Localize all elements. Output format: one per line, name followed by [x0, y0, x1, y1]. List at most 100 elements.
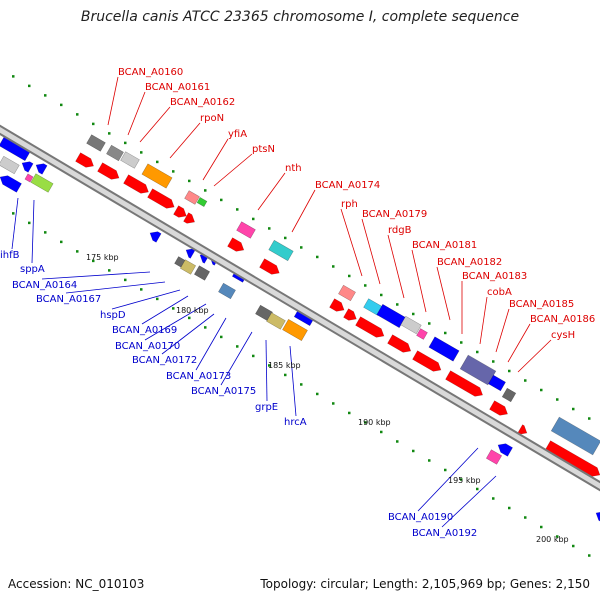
leader-line — [361, 218, 381, 285]
tick-dot — [220, 198, 223, 202]
tick-dot — [476, 487, 479, 491]
tick-dot — [316, 255, 319, 259]
tick-dot — [108, 132, 111, 135]
tick-dot — [348, 274, 351, 278]
leader-line — [195, 317, 227, 371]
tick-dot — [236, 345, 239, 348]
gene-box — [30, 173, 54, 193]
tick-dot — [428, 322, 431, 325]
gene-label: BCAN_A0185 — [509, 299, 574, 310]
leader-line — [41, 271, 151, 280]
kbp-label: 180 kbp — [176, 306, 209, 315]
kbp-label: 190 kbp — [358, 418, 391, 427]
gene-label: BCAN_A0186 — [530, 314, 595, 325]
tick-dot — [76, 250, 79, 253]
gene-label: BCAN_A0170 — [115, 341, 180, 352]
leader-line — [139, 106, 171, 143]
tick-dot — [332, 402, 335, 405]
forward-gene-labels: BCAN_A0160BCAN_A0161BCAN_A0162rpoNyfiApt… — [107, 67, 595, 373]
tick-dot — [124, 278, 127, 282]
gene-arrow — [75, 152, 94, 168]
tick-dot — [460, 478, 463, 481]
kbp-label: 200 kbp — [536, 535, 569, 544]
gene-arrow — [517, 424, 528, 435]
tick-dot — [172, 307, 175, 310]
leader-line — [257, 172, 286, 211]
leader-line — [495, 308, 510, 353]
gene-label: BCAN_A0183 — [462, 271, 527, 282]
tick-dot — [492, 360, 495, 363]
tick-dot — [156, 160, 159, 164]
leader-line — [220, 331, 253, 386]
gene-label: hspD — [100, 310, 126, 321]
gene-box — [400, 315, 422, 335]
tick-dot — [476, 350, 479, 354]
leader-line — [65, 281, 166, 294]
gene-box — [550, 416, 600, 456]
kbp-label: 185 kbp — [268, 361, 301, 370]
tick-dot — [140, 288, 143, 291]
tick-dot — [92, 259, 95, 263]
gene-label: BCAN_A0172 — [132, 355, 197, 366]
tick-dot — [252, 217, 255, 221]
gene-box — [428, 336, 460, 362]
leader-line — [31, 199, 35, 264]
tick-dot — [44, 231, 47, 234]
chromosome-backbone — [0, 124, 600, 492]
gene-label: BCAN_A0162 — [170, 97, 235, 108]
gene-label: yfiA — [228, 129, 247, 140]
gene-label: BCAN_A0164 — [12, 280, 77, 291]
gene-box — [282, 318, 308, 342]
tick-dot — [380, 430, 383, 434]
tick-dot — [284, 373, 287, 377]
gene-arrow — [0, 175, 22, 193]
gene-box — [501, 387, 517, 403]
tick-dot — [492, 497, 495, 500]
gene-box — [416, 328, 428, 340]
tick-dot — [508, 506, 511, 510]
gene-box — [193, 265, 211, 281]
gene-label: BCAN_A0160 — [118, 67, 183, 78]
gene-box — [106, 144, 124, 162]
tick-dot — [108, 269, 111, 272]
tick-dot — [12, 212, 15, 215]
tick-dot — [332, 265, 335, 268]
gene-box — [268, 239, 294, 262]
leader-line — [11, 197, 19, 250]
tick-dot — [204, 326, 207, 329]
leader-line — [111, 289, 181, 310]
gene-arrow — [412, 350, 442, 372]
leader-line — [141, 295, 189, 325]
tick-dot — [172, 170, 175, 173]
tick-dot — [508, 369, 511, 373]
gene-box — [236, 221, 256, 239]
gene-arrow — [355, 316, 385, 338]
reverse-gene-labels: ihfBsppABCAN_A0164BCAN_A0167hspDBCAN_A01… — [0, 197, 497, 539]
leader-line — [265, 339, 268, 402]
tick-dot — [300, 246, 303, 249]
gene-arrow — [489, 400, 508, 416]
gene-box — [196, 197, 208, 207]
leader-line — [169, 122, 201, 159]
gene-arrow — [123, 174, 149, 194]
gene-arrow — [35, 163, 48, 175]
gene-box — [120, 151, 140, 169]
leader-line — [507, 323, 531, 363]
leader-line — [411, 249, 427, 313]
gene-label: BCAN_A0181 — [412, 240, 477, 251]
gene-arrow — [149, 231, 162, 243]
tick-dot — [444, 468, 447, 472]
gene-box — [218, 282, 236, 300]
tick-dot — [28, 221, 31, 225]
tick-dot — [140, 151, 143, 154]
tick-dot — [252, 354, 255, 358]
leader-line — [387, 234, 405, 299]
tick-dot — [204, 189, 207, 192]
tick-dot — [284, 236, 287, 240]
tick-dot — [412, 312, 415, 316]
gene-arrow — [21, 161, 34, 173]
tick-dot — [124, 141, 127, 145]
genome-summary: Topology: circular; Length: 2,105,969 bp… — [260, 577, 590, 591]
